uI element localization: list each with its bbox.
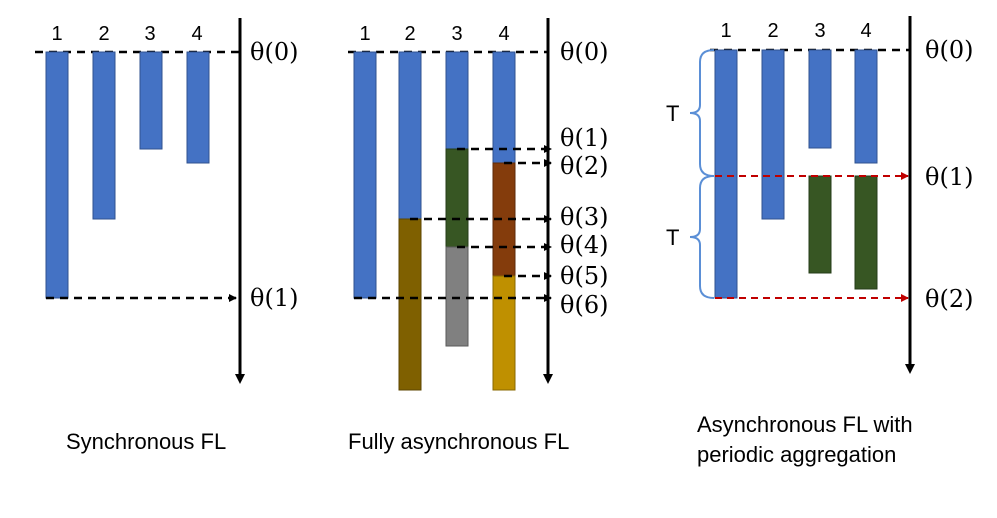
client-4-bar	[186, 51, 210, 164]
caption-line: Asynchronous FL with	[697, 412, 913, 437]
client-3-bar-round2	[808, 175, 832, 274]
caption-periodic-async: Asynchronous FL with periodic aggregatio…	[697, 410, 913, 470]
client-3-bar	[139, 51, 163, 150]
period-label-1: T	[666, 101, 679, 126]
client-3-bar-round1	[445, 51, 469, 150]
client-label-1: 1	[720, 20, 731, 42]
caption-fully-async: Fully asynchronous FL	[348, 427, 569, 457]
client-4-bar-round1	[854, 49, 878, 164]
client-label-2: 2	[98, 23, 109, 45]
caption-line: Synchronous FL	[66, 429, 227, 454]
client-1-bar	[45, 51, 69, 299]
period-brace-2	[689, 175, 715, 299]
client-label-3: 3	[451, 23, 462, 45]
client-4-bar-round3	[492, 275, 516, 391]
theta-4-label: θ(4)	[560, 231, 608, 259]
caption-line: Fully asynchronous FL	[348, 429, 570, 454]
client-2-bar-round1	[398, 51, 422, 220]
client-3-bar-round1	[808, 49, 832, 149]
theta-0-label: θ(0)	[925, 36, 973, 64]
theta-1-label: θ(1)	[250, 284, 298, 312]
caption-line: periodic aggregation	[697, 442, 897, 467]
client-1-bar	[714, 49, 738, 299]
client-label-2: 2	[404, 23, 415, 45]
theta-3-label: θ(3)	[560, 203, 608, 231]
theta-2-label: θ(2)	[560, 152, 608, 180]
client-label-1: 1	[359, 23, 370, 45]
theta-1-label: θ(1)	[560, 124, 608, 152]
panel-periodic-async: 1 2 3 4 T T θ(0) θ(1) θ(2)	[666, 16, 973, 374]
client-2-bar	[92, 51, 116, 220]
client-3-bar-round2	[445, 148, 469, 248]
client-4-bar-round2	[854, 175, 878, 290]
client-3-bar-round3	[445, 246, 469, 347]
caption-synchronous: Synchronous FL	[66, 427, 226, 457]
client-label-1: 1	[51, 23, 62, 45]
period-brace-1	[689, 49, 715, 177]
theta-0-label: θ(0)	[250, 38, 298, 66]
theta-0-label: θ(0)	[560, 38, 608, 66]
client-label-4: 4	[191, 23, 202, 45]
client-2-bar-round2	[398, 218, 422, 391]
theta-2-label: θ(2)	[925, 285, 973, 313]
client-1-bar	[353, 51, 377, 299]
panel-synchronous: 1 2 3 4 θ(0) θ(1)	[35, 18, 298, 384]
client-2-bar	[761, 49, 785, 220]
theta-5-label: θ(5)	[560, 262, 608, 290]
client-label-2: 2	[767, 20, 778, 42]
client-label-4: 4	[498, 23, 509, 45]
theta-6-label: θ(6)	[560, 291, 608, 319]
period-label-2: T	[666, 225, 679, 250]
theta-1-label: θ(1)	[925, 163, 973, 191]
panel-fully-async: 1 2 3 4 θ(0) θ(1) θ(2) θ(3) θ(4) θ(5) θ(…	[348, 18, 608, 391]
client-label-3: 3	[814, 20, 825, 42]
client-4-bar-round1	[492, 51, 516, 164]
client-label-4: 4	[860, 20, 871, 42]
client-label-3: 3	[144, 23, 155, 45]
